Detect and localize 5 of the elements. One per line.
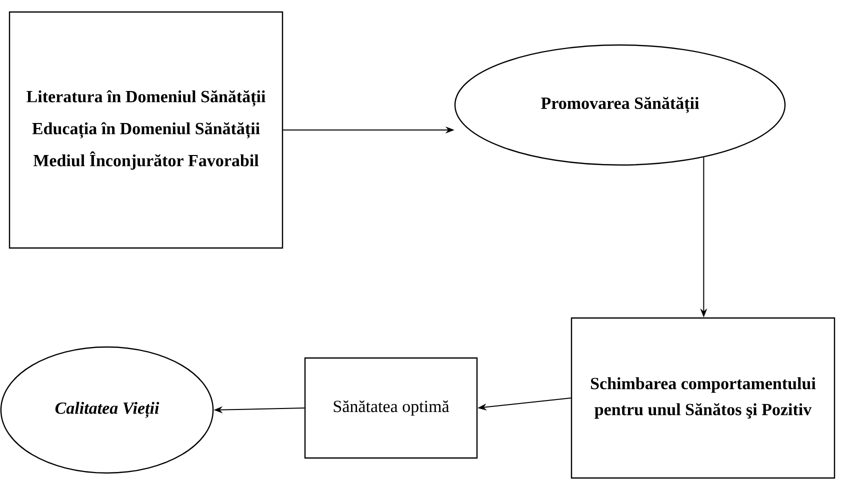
process-box: Sănătatea optimă <box>304 357 478 459</box>
process-box: Schimbarea comportamentului pentru unul Sănătos şi Pozitiv <box>570 317 836 479</box>
ellipse-node: Calitatea Vieții <box>0 346 214 474</box>
ellipse-node: Promovarea Sănătății <box>454 44 786 166</box>
process-box: Literatura în Domeniul Sănătății Educația în Domeniul Sănătății Mediul Înconjurător Favorabil <box>8 11 284 249</box>
